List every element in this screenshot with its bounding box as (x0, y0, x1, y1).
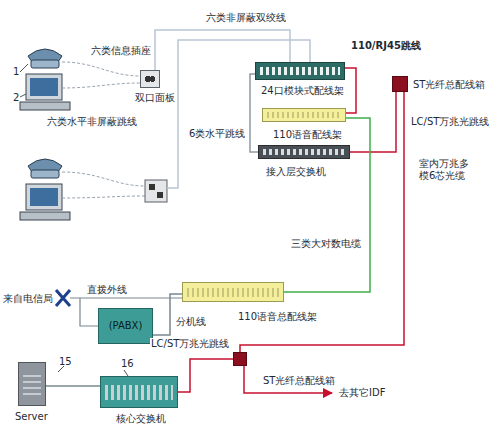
computer-icon (20, 184, 70, 220)
text-label: 双口面板 (134, 92, 176, 104)
fiber-box: ST光纤总配线箱 (233, 352, 247, 366)
patch-cord (62, 172, 145, 186)
cable-label: 室内万兆多模6芯光缆 (418, 158, 470, 182)
telephone-icon (28, 159, 62, 178)
dual-outlet: 六类信息插座 (140, 70, 160, 88)
leader-line (20, 94, 26, 97)
cable-label: LC/ST万兆光跳线 (410, 116, 490, 128)
cable-label: 三类大对数电缆 (290, 238, 362, 250)
node-label: (PABX) (109, 320, 143, 332)
callout-number: 16 (120, 358, 135, 370)
patch-cord (62, 62, 140, 76)
callout-number: 15 (58, 356, 73, 368)
voice-main-panel: 110语音总配线架 (182, 282, 284, 302)
pabx-box: (PABX) (98, 308, 153, 344)
cross-connector (56, 290, 70, 306)
trunk-line (80, 298, 98, 326)
text-label: 去其它IDF (338, 387, 386, 399)
access-switch: 接入层交换机 (258, 145, 350, 159)
telephone-icon (28, 49, 62, 68)
cable-connector (345, 68, 356, 113)
trunk-line (70, 297, 182, 298)
cable-label: 6类水平跳线 (188, 128, 246, 140)
node-label: 24口模块式配线架 (261, 85, 344, 97)
node-label: 接入层交换机 (266, 166, 326, 178)
cable-label: LC/ST万兆光跳线 (150, 338, 230, 350)
cable-connector (153, 294, 182, 335)
cable-label: 110/RJ45跳线 (350, 40, 422, 52)
dual-outlet (145, 180, 167, 202)
cable-connector (250, 74, 258, 152)
callout-number: 2 (12, 92, 20, 104)
computer-icon (20, 74, 70, 110)
cable-connector (350, 92, 396, 152)
node-label: 六类信息插座 (91, 45, 151, 57)
server-tower: Server (18, 362, 46, 406)
patch-panel: 24口模块式配线架 (255, 62, 345, 80)
callout-number: 1 (12, 66, 20, 78)
node-label: ST光纤总配线箱 (263, 375, 335, 387)
voice-panel: 110语音配线架 (262, 108, 346, 122)
node-label: Server (15, 411, 48, 423)
cable-label: 六类非屏蔽双绞线 (205, 12, 287, 24)
text-label: 来自电信局 (2, 293, 54, 305)
patch-cord (62, 196, 145, 198)
patch-cord (62, 83, 140, 88)
node-label: 110语音总配线架 (238, 311, 317, 323)
cable-connector (178, 359, 233, 392)
cable-connector (46, 385, 100, 387)
core-switch: 核心交换机 (100, 376, 178, 408)
node-label: 核心交换机 (116, 413, 166, 425)
text-label: 六类水平非屏蔽跳线 (46, 116, 138, 128)
node-label: ST光纤总配线箱 (413, 79, 485, 91)
fiber-box: ST光纤总配线箱 (392, 76, 408, 92)
cable-label: 分机线 (175, 316, 207, 328)
leader-line (20, 64, 28, 72)
text-label: 直拨外线 (86, 284, 128, 296)
node-label: 110语音配线架 (273, 129, 342, 141)
